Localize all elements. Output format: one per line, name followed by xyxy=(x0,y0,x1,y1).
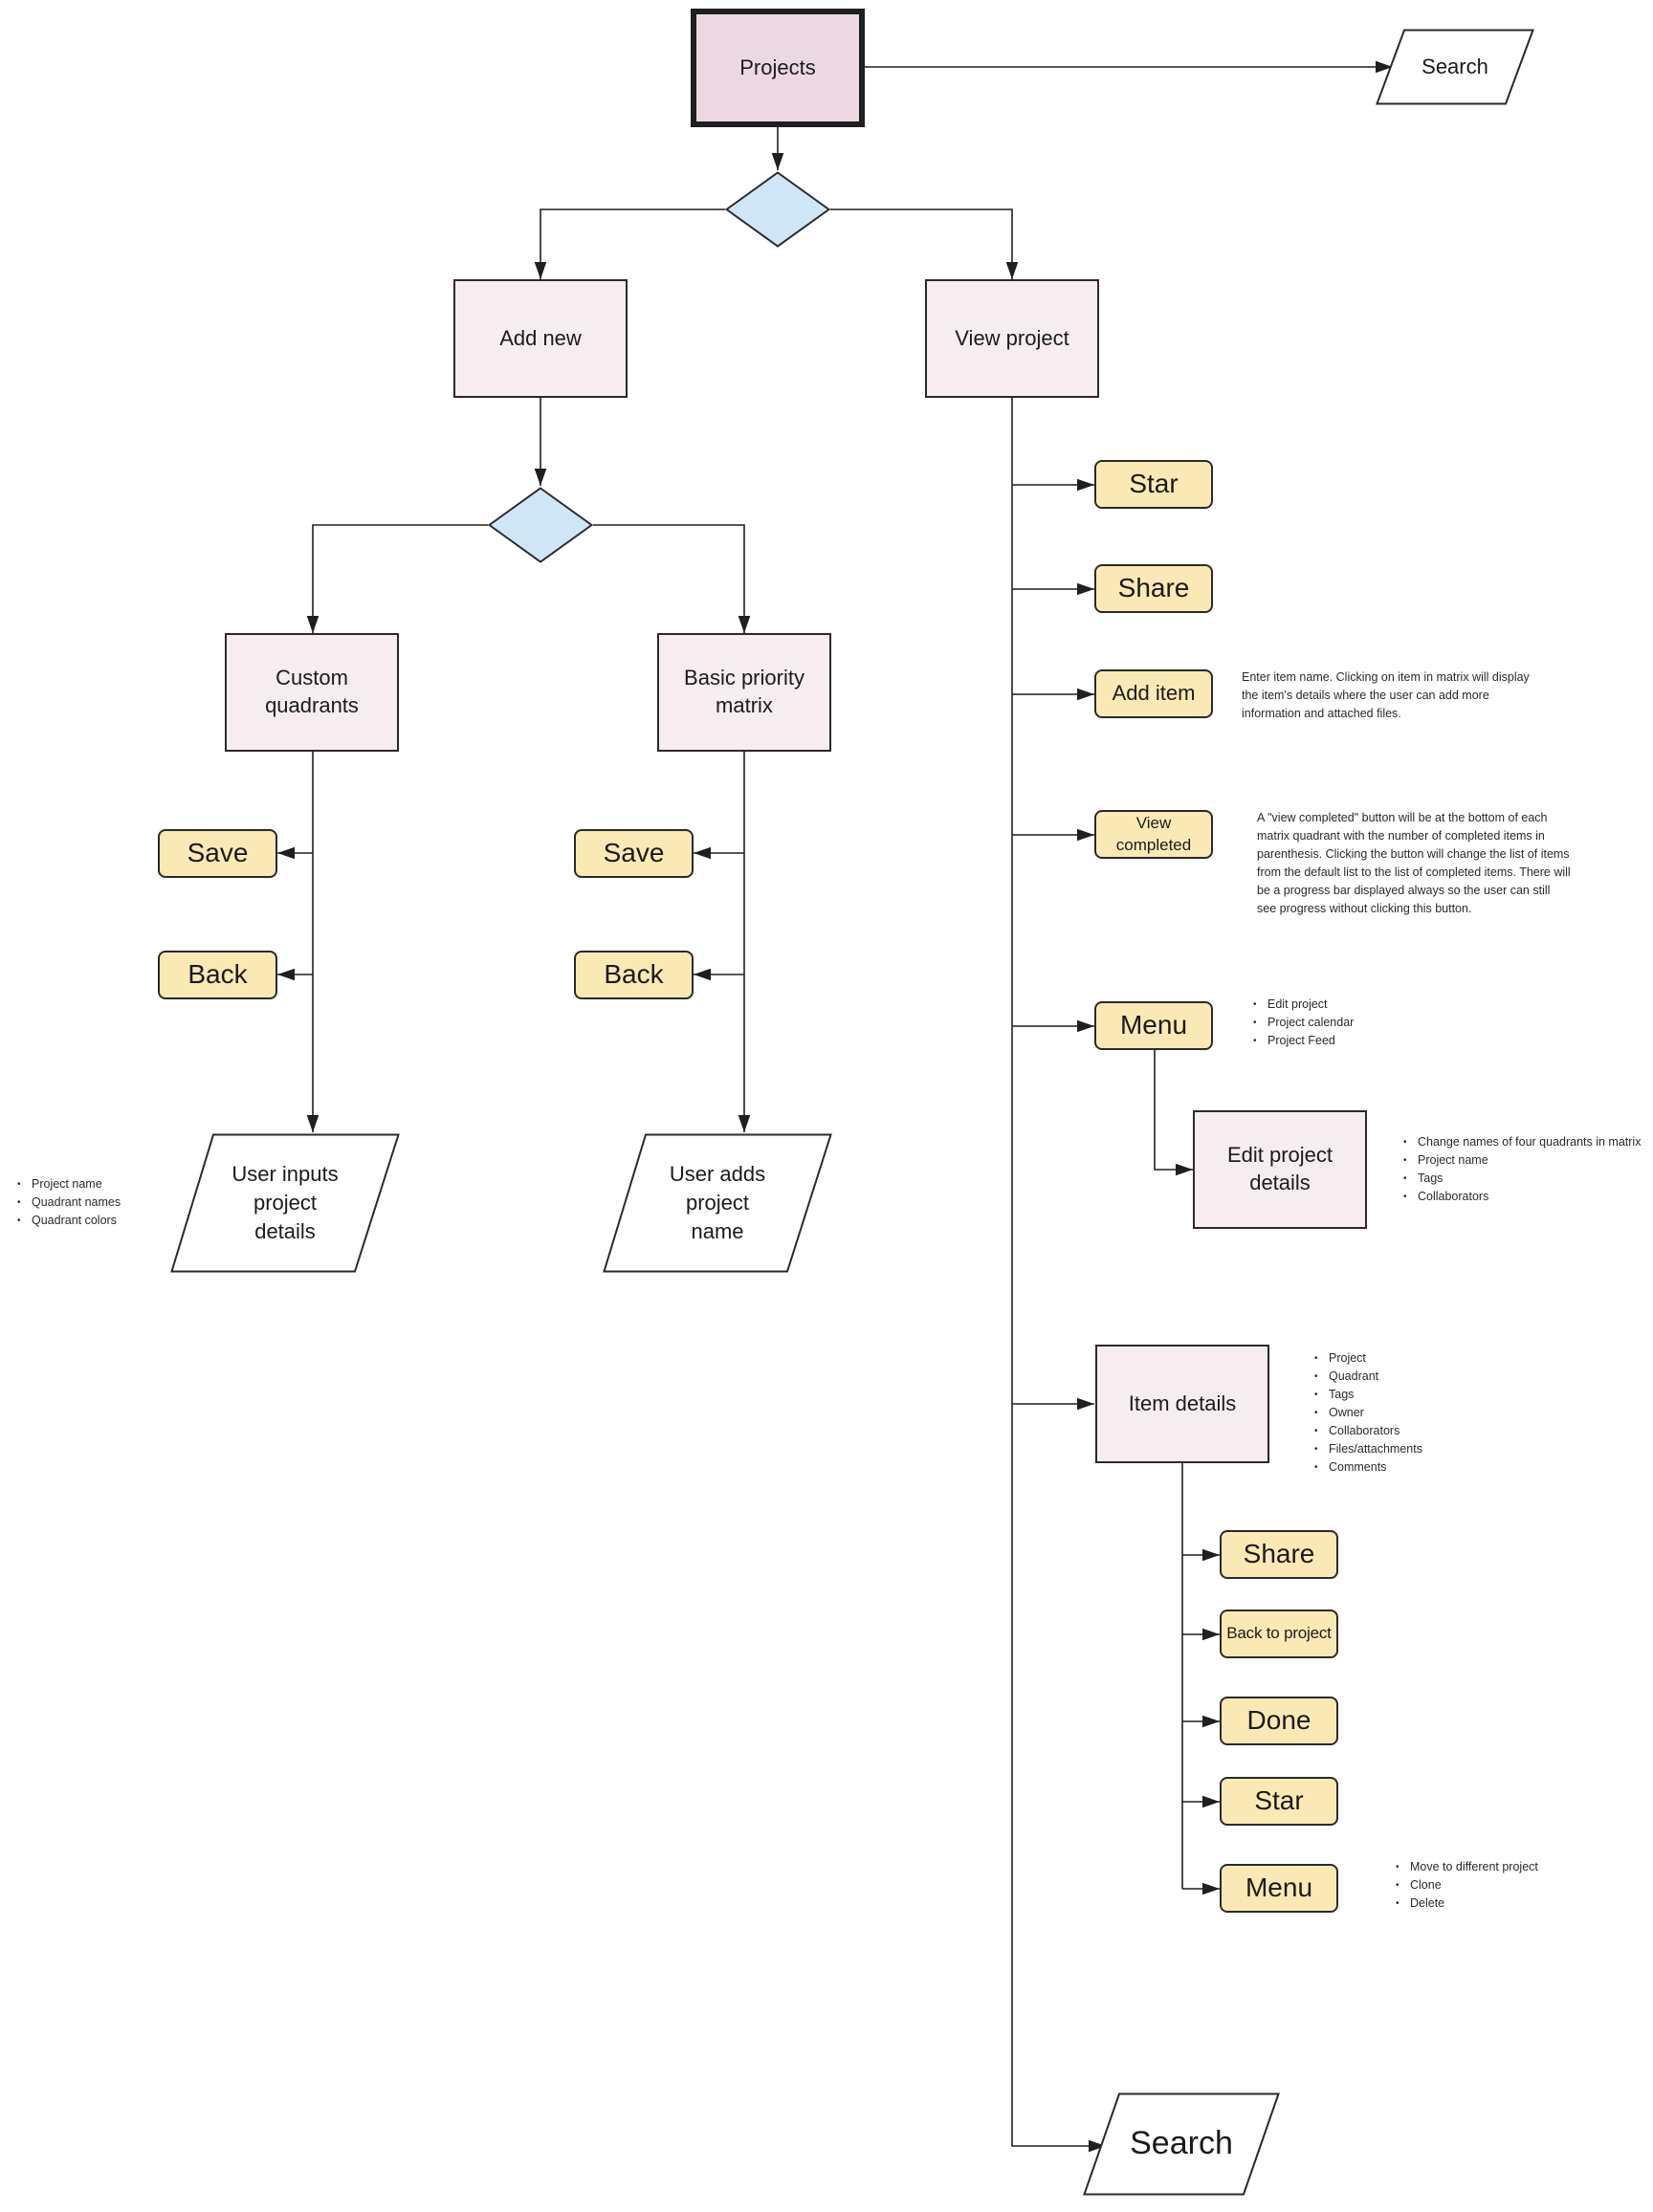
note-bullet: Tags xyxy=(1314,1386,1422,1404)
star-button[interactable]: Star xyxy=(1094,460,1213,509)
back-to-project-label: Back to project xyxy=(1226,1624,1332,1643)
add-new-label: Add new xyxy=(499,325,582,350)
note-bullet: Project Feed xyxy=(1253,1032,1354,1050)
search-bottom-label: Search xyxy=(1130,2125,1233,2162)
user-adds-project-name-node[interactable]: User adds project name xyxy=(603,1133,832,1273)
menu-notes: Edit project Project calendar Project Fe… xyxy=(1253,996,1354,1050)
basic-priority-matrix-node[interactable]: Basic priority matrix xyxy=(657,633,831,752)
item-details-notes: Project Quadrant Tags Owner Collaborator… xyxy=(1314,1349,1422,1477)
view-project-node[interactable]: View project xyxy=(925,279,1099,398)
note-bullet: Tags xyxy=(1403,1170,1653,1188)
edit-project-notes: Change names of four quadrants in matrix… xyxy=(1403,1133,1653,1206)
item-details-label: Item details xyxy=(1128,1391,1237,1415)
menu-label: Menu xyxy=(1119,1010,1188,1040)
search-top-label: Search xyxy=(1422,55,1488,79)
custom-save-label: Save xyxy=(187,838,249,868)
note-bullet: Project name xyxy=(17,1175,121,1194)
back-to-project-button[interactable]: Back to project xyxy=(1220,1610,1338,1658)
user-adds-shape xyxy=(603,1133,832,1273)
add-item-label: Add item xyxy=(1112,681,1196,706)
item-menu-button[interactable]: Menu xyxy=(1220,1864,1338,1913)
note-bullet: Comments xyxy=(1314,1458,1422,1477)
decision-diamond-add xyxy=(488,487,593,563)
note-bullet: Project xyxy=(1314,1349,1422,1368)
note-bullet: Clone xyxy=(1396,1876,1538,1894)
note-bullet: Collaborators xyxy=(1403,1188,1653,1206)
note-bullet: Quadrant names xyxy=(17,1194,121,1212)
share-label: Share xyxy=(1117,573,1190,603)
menu-button[interactable]: Menu xyxy=(1094,1001,1213,1050)
user-inputs-project-details-node[interactable]: User inputs project details xyxy=(170,1133,400,1273)
note-bullet: Change names of four quadrants in matrix xyxy=(1403,1133,1653,1151)
custom-save-button[interactable]: Save xyxy=(158,829,277,878)
note-bullet: Edit project xyxy=(1253,996,1354,1014)
share-button[interactable]: Share xyxy=(1094,564,1213,613)
custom-quadrants-notes: Project name Quadrant names Quadrant col… xyxy=(17,1175,121,1230)
search-top-shape xyxy=(1376,29,1534,105)
add-item-note-text: Enter item name. Clicking on item in mat… xyxy=(1242,670,1530,720)
edit-project-details-label: Edit project details xyxy=(1226,1143,1333,1194)
search-bottom-shape xyxy=(1083,2092,1280,2196)
search-bottom-node[interactable]: Search xyxy=(1083,2092,1280,2196)
add-item-button[interactable]: Add item xyxy=(1094,669,1213,718)
edit-project-details-node[interactable]: Edit project details xyxy=(1193,1110,1367,1229)
note-bullet: Quadrant colors xyxy=(17,1212,121,1230)
item-share-label: Share xyxy=(1243,1539,1315,1569)
custom-quadrants-label: Custom quadrants xyxy=(265,666,359,717)
view-completed-note-text: A "view completed" button will be at the… xyxy=(1257,811,1571,915)
note-bullet: Project name xyxy=(1403,1151,1653,1170)
basic-save-label: Save xyxy=(603,838,665,868)
note-bullet: Collaborators xyxy=(1314,1422,1422,1440)
basic-priority-matrix-label: Basic priority matrix xyxy=(684,666,804,717)
item-share-button[interactable]: Share xyxy=(1220,1530,1338,1579)
user-adds-label: User adds project name xyxy=(669,1162,766,1243)
user-inputs-label: User inputs project details xyxy=(231,1162,339,1243)
view-completed-label: View completed xyxy=(1115,813,1192,854)
custom-quadrants-node[interactable]: Custom quadrants xyxy=(225,633,399,752)
note-bullet: Owner xyxy=(1314,1404,1422,1422)
note-bullet: Delete xyxy=(1396,1894,1538,1913)
note-bullet: Files/attachments xyxy=(1314,1440,1422,1458)
item-menu-label: Menu xyxy=(1245,1873,1313,1903)
view-project-label: View project xyxy=(955,325,1069,350)
custom-back-label: Back xyxy=(187,959,248,990)
item-menu-notes: Move to different project Clone Delete xyxy=(1396,1858,1538,1913)
add-new-node[interactable]: Add new xyxy=(453,279,628,398)
user-inputs-shape xyxy=(170,1133,400,1273)
custom-back-button[interactable]: Back xyxy=(158,951,277,999)
search-top-node[interactable]: Search xyxy=(1376,29,1534,105)
projects-label: Projects xyxy=(739,55,816,79)
basic-save-button[interactable]: Save xyxy=(574,829,694,878)
star-label: Star xyxy=(1129,469,1179,499)
basic-back-label: Back xyxy=(604,959,664,990)
done-label: Done xyxy=(1246,1705,1311,1736)
projects-node[interactable]: Projects xyxy=(691,9,865,127)
view-completed-note: A "view completed" button will be at the… xyxy=(1257,809,1573,918)
item-star-label: Star xyxy=(1254,1785,1304,1816)
note-bullet: Project calendar xyxy=(1253,1014,1354,1032)
item-star-button[interactable]: Star xyxy=(1220,1777,1338,1826)
note-bullet: Move to different project xyxy=(1396,1858,1538,1876)
note-bullet: Quadrant xyxy=(1314,1368,1422,1386)
basic-back-button[interactable]: Back xyxy=(574,951,694,999)
item-details-node[interactable]: Item details xyxy=(1095,1345,1269,1463)
done-button[interactable]: Done xyxy=(1220,1697,1338,1745)
add-item-note: Enter item name. Clicking on item in mat… xyxy=(1242,668,1548,723)
decision-diamond-top xyxy=(725,171,830,248)
view-completed-button[interactable]: View completed xyxy=(1094,810,1213,859)
